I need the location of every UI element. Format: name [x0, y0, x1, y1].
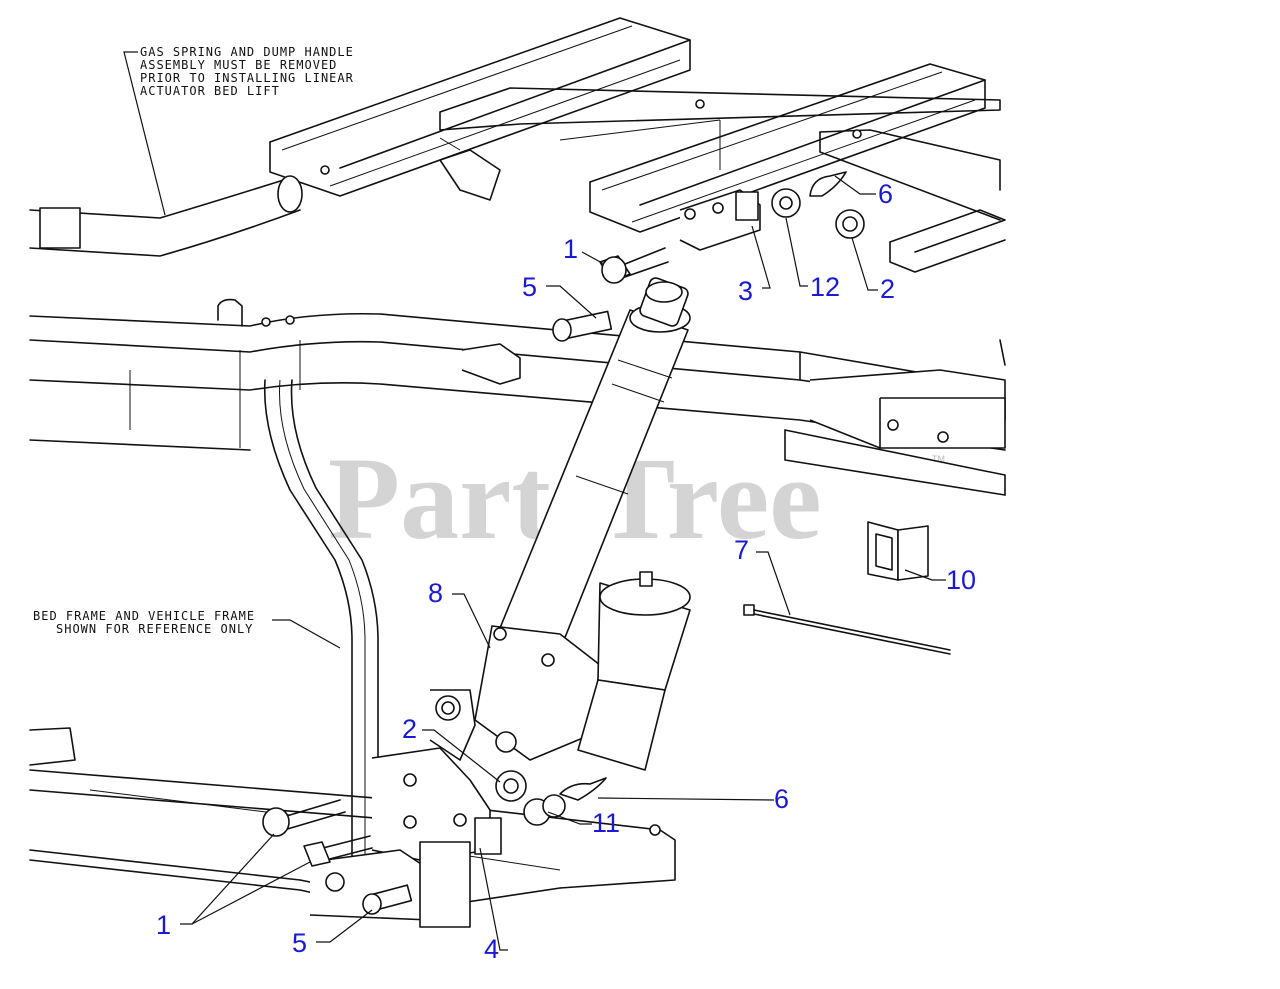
callout-8: 8 [428, 578, 443, 608]
note-gas-spring-line-4: ACTUATOR BED LIFT [140, 84, 280, 98]
callout-11: 11 [592, 808, 620, 838]
hardware [262, 171, 951, 915]
watermark-trademark: TM [932, 454, 945, 464]
gas-spring-tube [29, 175, 303, 257]
callout-3: 3 [738, 276, 753, 306]
callout-5-top: 5 [522, 272, 537, 302]
callout-12: 12 [810, 272, 840, 302]
note-bed-frame-line-1: BED FRAME AND VEHICLE FRAME [33, 609, 255, 623]
callout-10: 10 [946, 565, 976, 595]
note-gas-spring-line-3: PRIOR TO INSTALLING LINEAR [140, 71, 354, 85]
upper-bracket [679, 189, 761, 251]
note-bed-frame-line-2: SHOWN FOR REFERENCE ONLY [56, 622, 253, 636]
callout-labels: 1 5 3 12 2 6 8 7 10 2 6 11 1 5 4 [156, 179, 976, 964]
vehicle-frame [29, 298, 1006, 496]
note-gas-spring: GAS SPRING AND DUMP HANDLE ASSEMBLY MUST… [123, 45, 354, 216]
callout-2-top: 2 [880, 274, 895, 304]
callout-6-top: 6 [878, 179, 893, 209]
note-gas-spring-line-2: ASSEMBLY MUST BE REMOVED [140, 58, 337, 72]
lower-bracket [309, 689, 502, 928]
callout-2-bottom: 2 [402, 714, 417, 744]
upper-bed-frame [269, 17, 1006, 273]
note-bed-frame: BED FRAME AND VEHICLE FRAME SHOWN FOR RE… [33, 609, 341, 649]
callout-6-bottom: 6 [774, 784, 789, 814]
callout-7: 7 [734, 535, 749, 565]
frame-support-tube [263, 379, 379, 861]
callout-4: 4 [484, 934, 499, 964]
note-gas-spring-line-1: GAS SPRING AND DUMP HANDLE [140, 45, 354, 59]
callout-leaders [180, 175, 946, 951]
linear-actuator [474, 277, 691, 771]
callout-1-bottom: 1 [156, 910, 171, 940]
callout-1-top: 1 [563, 234, 578, 264]
callout-5-bottom: 5 [292, 928, 307, 958]
